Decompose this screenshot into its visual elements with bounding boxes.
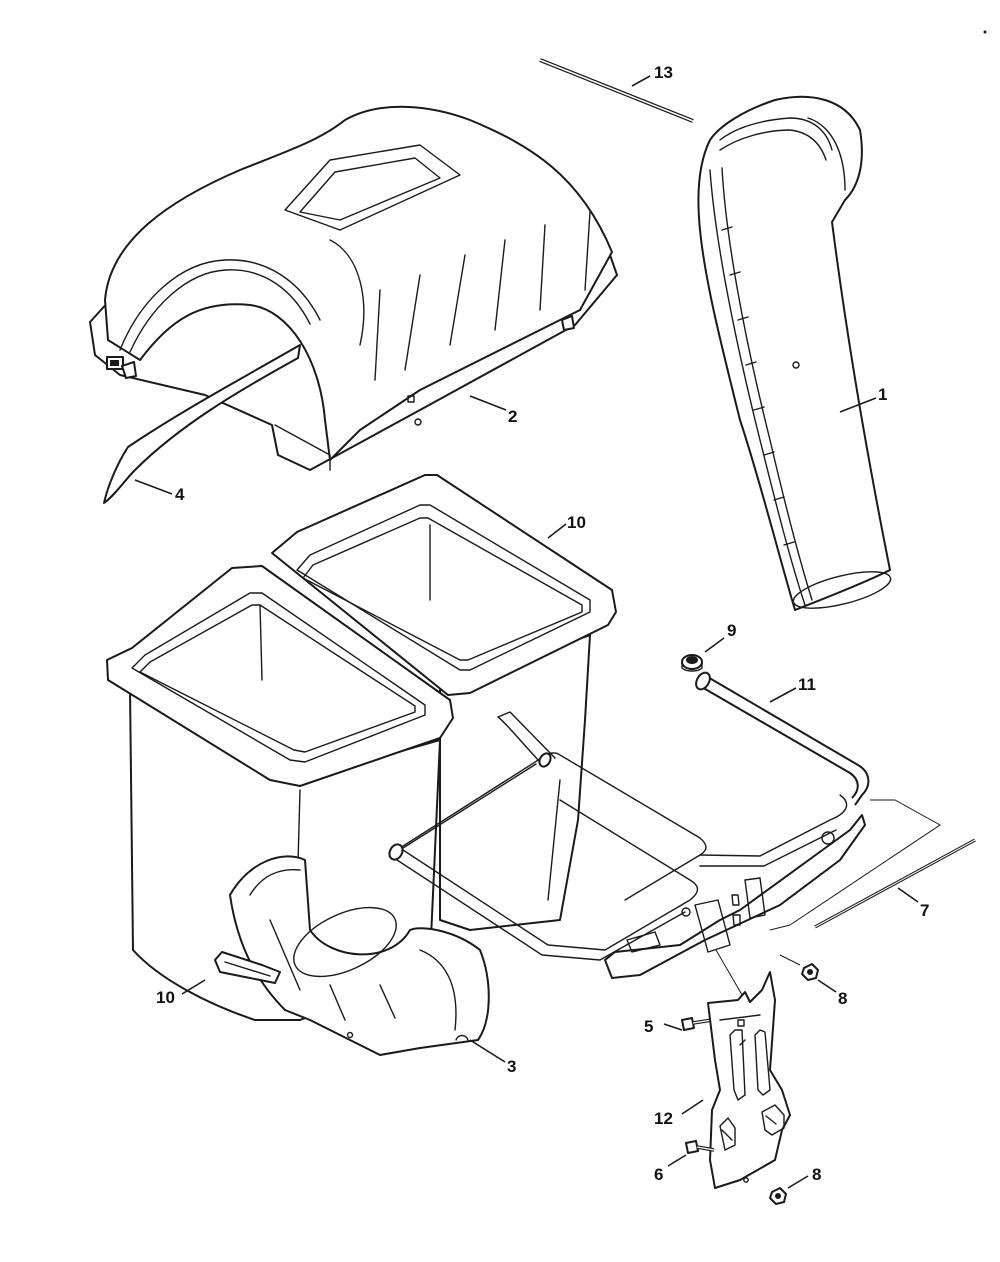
part-9-cap bbox=[681, 654, 703, 672]
callout-11: 11 bbox=[798, 675, 816, 694]
leader-3 bbox=[469, 1039, 506, 1063]
part-8-nut-lower bbox=[769, 1187, 787, 1205]
leader-13 bbox=[631, 75, 651, 87]
leader-9 bbox=[704, 637, 725, 653]
callout-9: 9 bbox=[727, 621, 736, 640]
leader-10a bbox=[547, 523, 567, 539]
part-11-frame bbox=[388, 671, 870, 961]
callout-10a: 10 bbox=[567, 513, 586, 532]
leader-11 bbox=[769, 687, 797, 703]
leader-7 bbox=[897, 887, 919, 903]
callout-8b: 8 bbox=[812, 1165, 821, 1184]
leader-8b bbox=[787, 1175, 809, 1189]
part-10-bag-front bbox=[106, 565, 454, 1021]
part-8-nut-upper bbox=[801, 963, 819, 981]
callout-5: 5 bbox=[644, 1017, 653, 1036]
leader-12 bbox=[681, 1099, 704, 1115]
part-13-rod bbox=[539, 58, 694, 123]
callout-8a: 8 bbox=[838, 989, 847, 1008]
callout-13: 13 bbox=[654, 63, 673, 82]
callout-6: 6 bbox=[654, 1165, 663, 1184]
callout-1: 1 bbox=[878, 385, 887, 404]
part-12-plate bbox=[707, 971, 791, 1189]
leader-6 bbox=[667, 1154, 687, 1167]
callout-2: 2 bbox=[508, 407, 517, 426]
part-6-bolt bbox=[685, 1140, 715, 1154]
part-1-chute bbox=[697, 95, 892, 611]
bracket-assembly bbox=[604, 799, 941, 1001]
leader-8a bbox=[817, 979, 837, 993]
leader-2 bbox=[469, 395, 507, 411]
callout-3: 3 bbox=[507, 1057, 516, 1076]
leader-4 bbox=[134, 479, 173, 495]
part-3-adapter bbox=[214, 855, 490, 1056]
leader-10b bbox=[181, 979, 206, 995]
part-7-pin bbox=[814, 838, 976, 929]
leader-1 bbox=[839, 397, 877, 413]
callout-4: 4 bbox=[175, 485, 185, 504]
part-10-bag-back bbox=[271, 474, 617, 931]
callout-10b: 10 bbox=[156, 988, 175, 1007]
callout-12: 12 bbox=[654, 1109, 673, 1128]
corner-mark bbox=[983, 30, 987, 34]
part-5-bolt bbox=[681, 1017, 713, 1031]
part-4-deflector bbox=[103, 344, 301, 504]
part-2-cover bbox=[89, 105, 618, 471]
callout-7: 7 bbox=[920, 901, 929, 920]
leader-5 bbox=[663, 1023, 683, 1031]
